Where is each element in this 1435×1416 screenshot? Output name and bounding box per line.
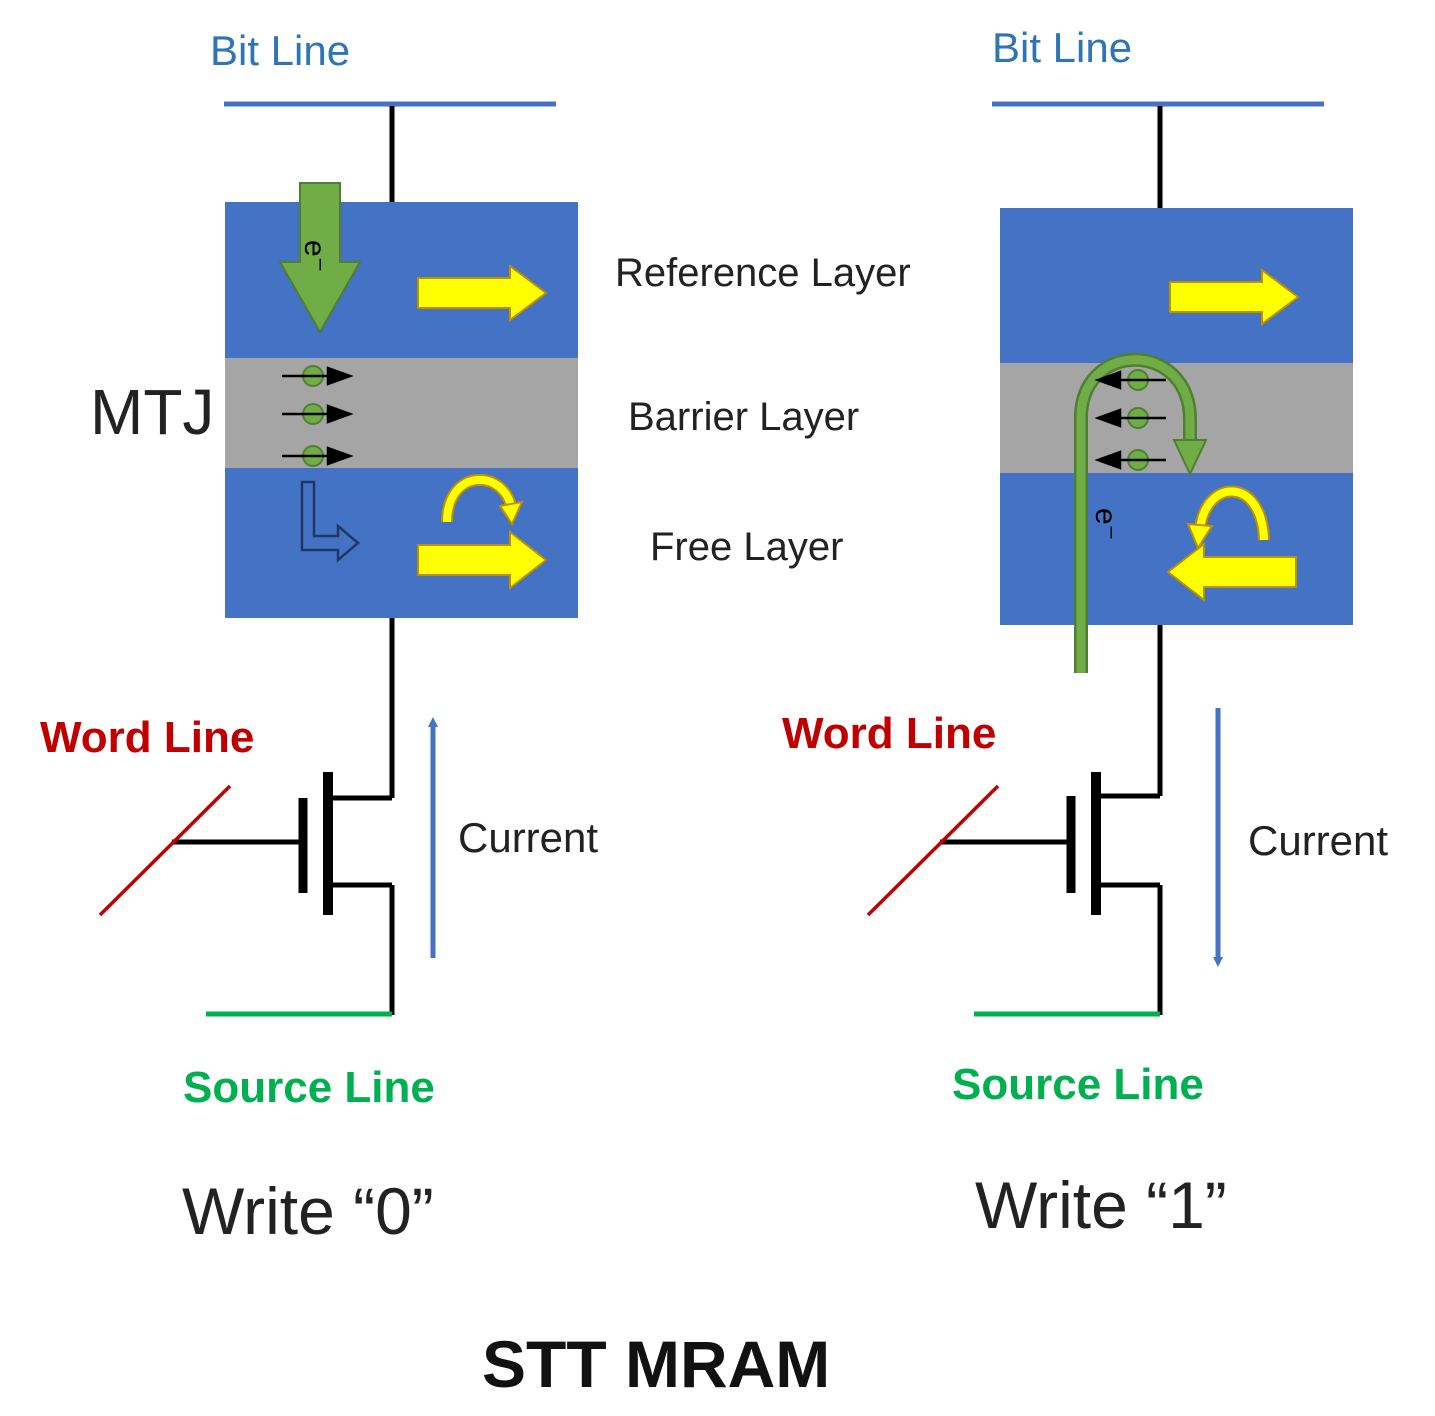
electron-label: e⁻ — [1089, 508, 1122, 541]
electron-flow-arrow-icon — [278, 182, 362, 335]
cell-write-1: Bit Line e⁻ — [782, 24, 1388, 1242]
free-spin-right-icon — [417, 529, 548, 591]
write-1-caption: Write “1” — [975, 1168, 1227, 1242]
current-label: Current — [1248, 817, 1388, 864]
word-line — [866, 784, 1000, 917]
word-line — [98, 784, 232, 917]
free-spin-left-icon — [1166, 541, 1297, 603]
reflected-electrons — [1094, 369, 1166, 471]
spin-torque-arrowhead-icon — [1186, 522, 1214, 551]
barrier-layer-label: Barrier Layer — [628, 395, 859, 439]
reference-layer-label: Reference Layer — [615, 251, 911, 295]
transistor-channel — [325, 795, 392, 888]
word-line-label: Word Line — [40, 713, 254, 762]
write-0-caption: Write “0” — [182, 1174, 434, 1248]
electron-reflection-path-icon — [1076, 355, 1195, 673]
spin-arrow-left-icon — [1094, 408, 1166, 428]
free-layer — [1000, 473, 1353, 625]
source-line-label: Source Line — [952, 1060, 1204, 1109]
spin-arrow-left-icon — [1094, 370, 1166, 390]
electron-path-outline-arrow-icon — [300, 480, 360, 563]
reference-spin-right-icon — [1169, 268, 1300, 326]
diagram-title: STT MRAM — [482, 1327, 830, 1401]
spin-arrow-right-icon — [282, 366, 354, 386]
bit-line-label: Bit Line — [210, 27, 350, 74]
free-layer-label: Free Layer — [650, 525, 843, 569]
electron-reflection-arrowhead-icon — [1172, 439, 1208, 477]
spin-arrow-right-icon — [282, 404, 354, 424]
spin-torque-curve-icon — [1196, 487, 1268, 541]
spin-arrow-right-icon — [282, 446, 354, 466]
barrier-layer — [225, 358, 578, 468]
spin-arrow-left-icon — [1094, 450, 1166, 470]
mtj-label: MTJ — [90, 376, 214, 448]
electron-label: e⁻ — [298, 240, 331, 273]
spin-torque-curve-icon — [443, 475, 516, 523]
bit-line-label: Bit Line — [992, 24, 1132, 71]
word-line-label: Word Line — [782, 709, 996, 758]
transistor-channel — [1093, 793, 1160, 888]
tunneling-electrons — [282, 365, 354, 467]
spin-torque-arrowhead-icon — [498, 500, 524, 527]
source-line-label: Source Line — [183, 1063, 435, 1112]
current-label: Current — [458, 814, 598, 861]
cell-write-0: Bit Line e⁻ MTJ Reference La — [40, 27, 911, 1248]
reference-spin-right-icon — [417, 264, 548, 322]
